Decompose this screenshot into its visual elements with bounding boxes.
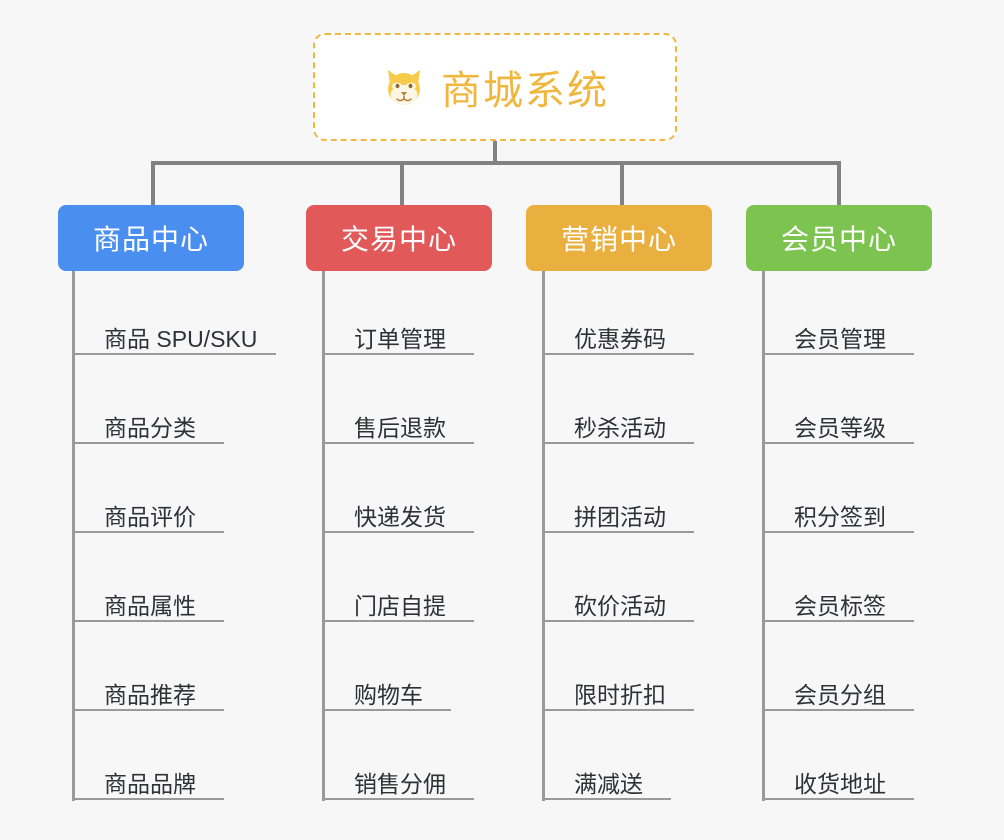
category-label: 交易中心 xyxy=(340,224,457,255)
leaf-label: 商品分类 xyxy=(104,414,196,441)
leaf-underline xyxy=(72,620,224,622)
leaf-item[interactable]: 收货地址 xyxy=(762,715,886,803)
leaf-item[interactable]: 售后退款 xyxy=(322,359,446,447)
branch-drop-line-2 xyxy=(400,161,404,205)
leaf-item[interactable]: 订单管理 xyxy=(322,270,446,358)
leaf-underline xyxy=(542,620,694,622)
leaf-underline xyxy=(322,442,474,444)
leaf-underline xyxy=(762,531,914,533)
shiba-dog-icon xyxy=(381,64,427,110)
leaf-underline xyxy=(322,531,474,533)
category-label: 营销中心 xyxy=(560,224,677,255)
leaf-item[interactable]: 商品评价 xyxy=(72,448,196,536)
leaf-label: 门店自提 xyxy=(354,592,446,619)
leaf-label: 商品评价 xyxy=(104,503,196,530)
leaf-item[interactable]: 会员标签 xyxy=(762,537,886,625)
leaf-label: 砍价活动 xyxy=(574,592,666,619)
root-title: 商城系统 xyxy=(441,69,609,113)
leaf-label: 商品 SPU/SKU xyxy=(104,325,258,352)
root-stem-line xyxy=(493,141,497,163)
branch-drop-line-1 xyxy=(151,161,155,205)
leaf-item[interactable]: 拼团活动 xyxy=(542,448,666,536)
leaf-underline xyxy=(72,531,224,533)
category-box-product-center[interactable]: 商品中心 xyxy=(58,205,244,271)
leaf-label: 销售分佣 xyxy=(354,770,446,797)
leaf-label: 快递发货 xyxy=(354,503,446,530)
leaf-label: 订单管理 xyxy=(354,325,446,352)
leaf-item[interactable]: 满减送 xyxy=(542,715,643,803)
leaf-item[interactable]: 会员等级 xyxy=(762,359,886,447)
leaf-label: 限时折扣 xyxy=(574,681,666,708)
category-box-trade-center[interactable]: 交易中心 xyxy=(306,205,492,271)
leaf-underline xyxy=(762,709,914,711)
branch-drop-line-3 xyxy=(620,161,624,205)
branch-spine-1 xyxy=(72,271,75,801)
leaf-label: 会员标签 xyxy=(794,592,886,619)
leaf-item[interactable]: 秒杀活动 xyxy=(542,359,666,447)
leaf-underline xyxy=(762,620,914,622)
leaf-underline xyxy=(322,709,451,711)
leaf-underline xyxy=(322,353,474,355)
leaf-label: 商品属性 xyxy=(104,592,196,619)
category-label: 会员中心 xyxy=(780,224,897,255)
leaf-underline xyxy=(762,798,914,800)
leaf-label: 会员等级 xyxy=(794,414,886,441)
leaf-label: 售后退款 xyxy=(354,414,446,441)
leaf-label: 购物车 xyxy=(354,681,423,708)
leaf-underline xyxy=(542,353,694,355)
leaf-item[interactable]: 积分签到 xyxy=(762,448,886,536)
leaf-label: 收货地址 xyxy=(794,770,886,797)
leaf-label: 商品品牌 xyxy=(104,770,196,797)
leaf-underline xyxy=(322,620,474,622)
leaf-item[interactable]: 优惠券码 xyxy=(542,270,666,358)
leaf-label: 商品推荐 xyxy=(104,681,196,708)
leaf-label: 积分签到 xyxy=(794,503,886,530)
leaf-item[interactable]: 商品推荐 xyxy=(72,626,196,714)
leaf-underline xyxy=(762,442,914,444)
category-label: 商品中心 xyxy=(92,224,209,255)
leaf-underline xyxy=(542,798,671,800)
branch-spine-3 xyxy=(542,271,545,801)
leaf-item[interactable]: 砍价活动 xyxy=(542,537,666,625)
branch-spine-4 xyxy=(762,271,765,801)
category-box-marketing-center[interactable]: 营销中心 xyxy=(526,205,712,271)
leaf-item[interactable]: 门店自提 xyxy=(322,537,446,625)
leaf-underline xyxy=(542,709,694,711)
leaf-label: 满减送 xyxy=(574,770,643,797)
leaf-item[interactable]: 商品品牌 xyxy=(72,715,196,803)
leaf-label: 优惠券码 xyxy=(574,325,666,352)
branch-drop-line-4 xyxy=(837,161,841,205)
category-box-member-center[interactable]: 会员中心 xyxy=(746,205,932,271)
leaf-underline xyxy=(72,353,276,355)
root-node[interactable]: 商城系统 xyxy=(313,33,677,141)
leaf-underline xyxy=(322,798,474,800)
branch-spine-2 xyxy=(322,271,325,801)
leaf-underline xyxy=(72,442,224,444)
leaf-underline xyxy=(542,531,694,533)
leaf-item[interactable]: 快递发货 xyxy=(322,448,446,536)
leaf-item[interactable]: 会员分组 xyxy=(762,626,886,714)
leaf-item[interactable]: 商品分类 xyxy=(72,359,196,447)
leaf-item[interactable]: 商品属性 xyxy=(72,537,196,625)
leaf-underline xyxy=(72,709,224,711)
leaf-label: 拼团活动 xyxy=(574,503,666,530)
leaf-item[interactable]: 限时折扣 xyxy=(542,626,666,714)
leaf-label: 秒杀活动 xyxy=(574,414,666,441)
leaf-underline xyxy=(542,442,694,444)
leaf-item[interactable]: 购物车 xyxy=(322,626,423,714)
leaf-label: 会员管理 xyxy=(794,325,886,352)
leaf-item[interactable]: 会员管理 xyxy=(762,270,886,358)
branch-bus-line xyxy=(151,161,841,165)
leaf-item[interactable]: 商品 SPU/SKU xyxy=(72,270,257,358)
leaf-label: 会员分组 xyxy=(794,681,886,708)
leaf-item[interactable]: 销售分佣 xyxy=(322,715,446,803)
leaf-underline xyxy=(762,353,914,355)
leaf-underline xyxy=(72,798,224,800)
